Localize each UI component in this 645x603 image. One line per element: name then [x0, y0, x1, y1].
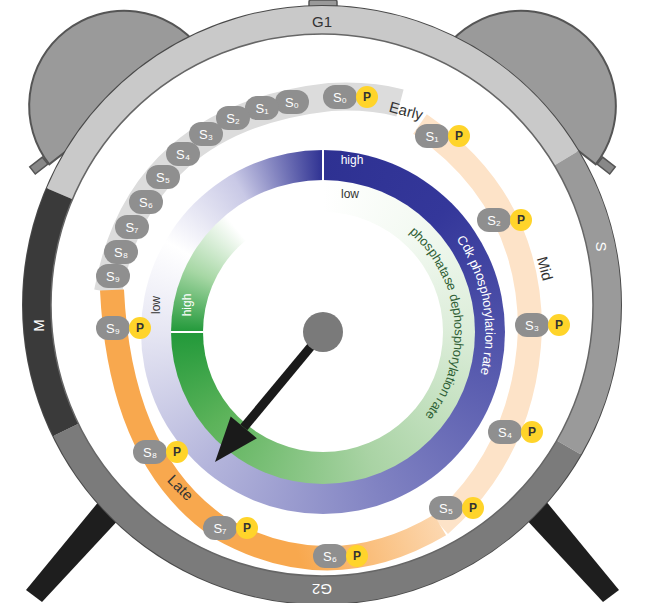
- phosphate-circle: P: [462, 497, 484, 519]
- site-pill: S₇: [115, 215, 149, 239]
- high-marker: [171, 331, 203, 333]
- phosphate-label: P: [353, 550, 361, 562]
- phosphate-circle: P: [448, 125, 470, 147]
- site-pill: S₄: [488, 420, 522, 444]
- site-label: S₉: [106, 270, 120, 283]
- site-label: S₈: [143, 446, 157, 459]
- phosphate-circle: P: [521, 421, 543, 443]
- s-band: [37, 20, 607, 590]
- level-label: low: [341, 188, 359, 200]
- phosphate-label: P: [555, 319, 563, 331]
- site-label: S₂: [487, 214, 501, 227]
- site-label: S₃: [199, 128, 213, 141]
- site-pill: S₇: [203, 516, 237, 540]
- phase-label: M: [31, 319, 46, 332]
- site-label: S₄: [498, 426, 512, 439]
- clock-leg: [26, 500, 122, 602]
- high-marker: [322, 150, 324, 180]
- level-label: high: [341, 154, 364, 166]
- phosphate-label: P: [243, 522, 251, 534]
- phosphate-label: P: [363, 91, 371, 103]
- site-pill: S₃: [189, 122, 223, 146]
- site-pill: S₂: [477, 208, 511, 232]
- site-pill: S₆: [129, 190, 163, 214]
- phosphate-label: P: [136, 322, 144, 334]
- site-label: S₄: [176, 148, 190, 161]
- phase-band: G1: [308, 12, 336, 31]
- site-pill: S₉: [96, 264, 130, 288]
- site-pill: S₅: [146, 165, 180, 189]
- phosphate-label: P: [173, 446, 181, 458]
- clock-hand-head: [215, 417, 257, 463]
- site-pill: S₀: [323, 85, 357, 109]
- phosphate-circle: P: [346, 545, 368, 567]
- site-label: S₇: [125, 221, 138, 234]
- phosphate-circle: P: [129, 317, 151, 339]
- clock-hub: [303, 312, 343, 352]
- g1-band: [37, 20, 607, 590]
- level-label: low: [150, 296, 162, 314]
- phase-band: M: [29, 315, 48, 336]
- site-pill: S₈: [133, 440, 167, 464]
- phase-band: G2: [308, 580, 336, 599]
- m-band: [37, 20, 607, 590]
- site-label: S₆: [139, 196, 153, 209]
- site-label: S₂: [226, 112, 240, 125]
- site-label: S₅: [156, 171, 170, 184]
- phosphate-circle: P: [236, 517, 258, 539]
- phase-label: S: [593, 241, 608, 251]
- site-pill: S₁: [415, 124, 449, 148]
- phosphate-circle: P: [356, 86, 378, 108]
- site-pill: S₀: [275, 90, 309, 114]
- site-label: S₃: [525, 319, 539, 332]
- phosphate-label: P: [517, 214, 525, 226]
- site-pill: S₆: [313, 544, 347, 568]
- site-label: S₀: [285, 96, 299, 109]
- band-inner-edge: [51, 34, 593, 576]
- site-pill: S₅: [429, 496, 463, 520]
- site-label: S₆: [323, 550, 337, 563]
- clock-leg: [523, 500, 619, 602]
- site-label: S₁: [255, 102, 268, 115]
- site-pill: S₃: [515, 313, 549, 337]
- site-label: S₉: [106, 322, 120, 335]
- phosphate-circle: P: [548, 314, 570, 336]
- site-pill: S₄: [166, 142, 200, 166]
- ring-title: phosphatase dephosphorylation rate: [401, 218, 472, 428]
- phosphate-label: P: [469, 502, 477, 514]
- site-label: S₀: [333, 91, 347, 104]
- site-pill: S₁: [245, 96, 279, 120]
- site-pill: S₈: [104, 240, 138, 264]
- site-label: S₈: [114, 246, 128, 259]
- site-label: S₅: [439, 502, 453, 515]
- site-label: S₁: [425, 130, 438, 143]
- phase-band: S: [591, 237, 610, 255]
- level-label: high: [181, 294, 193, 317]
- phosphate-label: P: [455, 130, 463, 142]
- phosphate-label: P: [528, 426, 536, 438]
- site-pill: S₂: [216, 106, 250, 130]
- site-label: S₇: [213, 522, 226, 535]
- g2-band: [37, 20, 607, 590]
- phosphate-circle: P: [510, 209, 532, 231]
- clock-face: [23, 6, 621, 603]
- site-pill: S₉: [96, 316, 130, 340]
- phosphate-circle: P: [166, 441, 188, 463]
- phase-label: G2: [312, 582, 332, 597]
- phase-label: G1: [312, 14, 332, 29]
